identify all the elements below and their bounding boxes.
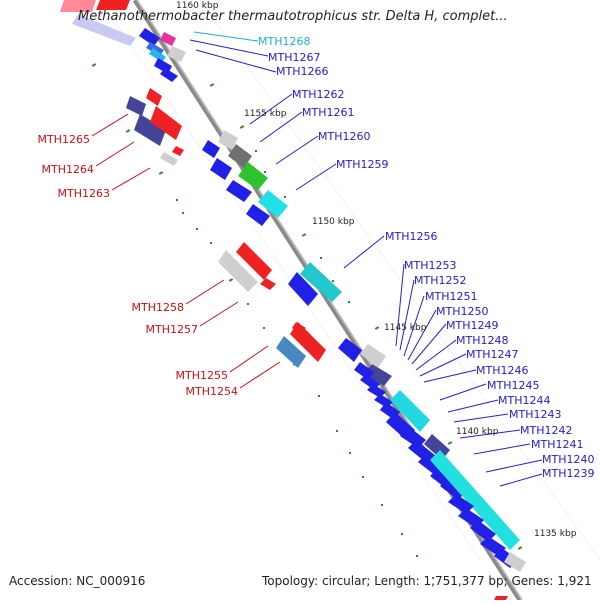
gene-label-mth1244[interactable]: MTH1244 — [498, 394, 550, 407]
gene-label-mth1257[interactable]: MTH1257 — [146, 323, 198, 336]
gene-label-mth1239[interactable]: MTH1239 — [542, 467, 594, 480]
reverse-gene-labels: MTH1265 MTH1264 MTH1263 MTH1258 MTH1257 … — [38, 133, 238, 398]
tick-label-1145: 1145 kbp — [384, 323, 427, 333]
gene-label-mth1246[interactable]: MTH1246 — [476, 364, 528, 377]
gene-label-mth1259[interactable]: MTH1259 — [336, 158, 388, 171]
gene-label-mth1268[interactable]: MTH1268 — [258, 35, 310, 48]
gene-label-mth1265[interactable]: MTH1265 — [38, 133, 90, 146]
forward-genes — [139, 28, 526, 572]
gene-label-mth1245[interactable]: MTH1245 — [487, 379, 539, 392]
gene-label-mth1253[interactable]: MTH1253 — [404, 259, 456, 272]
tick-label-1135: 1135 kbp — [534, 529, 577, 539]
tick-label-1155: 1155 kbp — [244, 109, 287, 119]
gene-label-mth1256[interactable]: MTH1256 — [385, 230, 437, 243]
gene-label-mth1263[interactable]: MTH1263 — [58, 187, 110, 200]
gene-label-mth1248[interactable]: MTH1248 — [456, 334, 508, 347]
map-title: Methanothermobacter thermautotrophicus s… — [78, 9, 508, 24]
gene-label-mth1251[interactable]: MTH1251 — [425, 290, 477, 303]
gene-label-mth1261[interactable]: MTH1261 — [302, 106, 354, 119]
accession-label: Accession: NC_000916 — [9, 574, 146, 588]
tick-label-1140: 1140 kbp — [456, 427, 499, 437]
tick-dots — [91, 63, 523, 579]
lane-guide — [99, 0, 481, 561]
gene-label-mth1240[interactable]: MTH1240 — [542, 453, 594, 466]
gene-label-mth1260[interactable]: MTH1260 — [318, 130, 370, 143]
gene-label-mth1254[interactable]: MTH1254 — [186, 385, 238, 398]
gene-label-mth1243[interactable]: MTH1243 — [509, 408, 561, 421]
forward-leaders — [189, 31, 543, 487]
gene-label-mth1264[interactable]: MTH1264 — [42, 163, 94, 176]
gene-label-mth1267[interactable]: MTH1267 — [268, 51, 320, 64]
lane-guide — [199, 0, 600, 561]
topology-label: Topology: circular; Length: 1,751,377 bp… — [262, 574, 592, 588]
tick-label-1160: 1160 kbp — [176, 1, 219, 11]
gene-label-mth1249[interactable]: MTH1249 — [446, 319, 498, 332]
gene-label-mth1255[interactable]: MTH1255 — [176, 369, 228, 382]
gene-label-mth1252[interactable]: MTH1252 — [414, 274, 466, 287]
gene-label-mth1266[interactable]: MTH1266 — [276, 65, 328, 78]
tick-label-1150: 1150 kbp — [312, 217, 355, 227]
forward-gene-labels: MTH1268 MTH1267 MTH1266 MTH1262 MTH1261 … — [258, 35, 594, 480]
gene-label-mth1241[interactable]: MTH1241 — [531, 438, 583, 451]
reverse-leaders — [91, 113, 281, 389]
gene-label-mth1262[interactable]: MTH1262 — [292, 88, 344, 101]
gene-label-mth1247[interactable]: MTH1247 — [466, 348, 518, 361]
reverse-genes — [60, 0, 508, 600]
gene-label-mth1250[interactable]: MTH1250 — [436, 305, 488, 318]
scale-ticks: 1160 kbp 1155 kbp 1150 kbp 1145 kbp 1140… — [176, 1, 577, 539]
gene-label-mth1242[interactable]: MTH1242 — [520, 424, 572, 437]
gene-label-mth1258[interactable]: MTH1258 — [132, 301, 184, 314]
